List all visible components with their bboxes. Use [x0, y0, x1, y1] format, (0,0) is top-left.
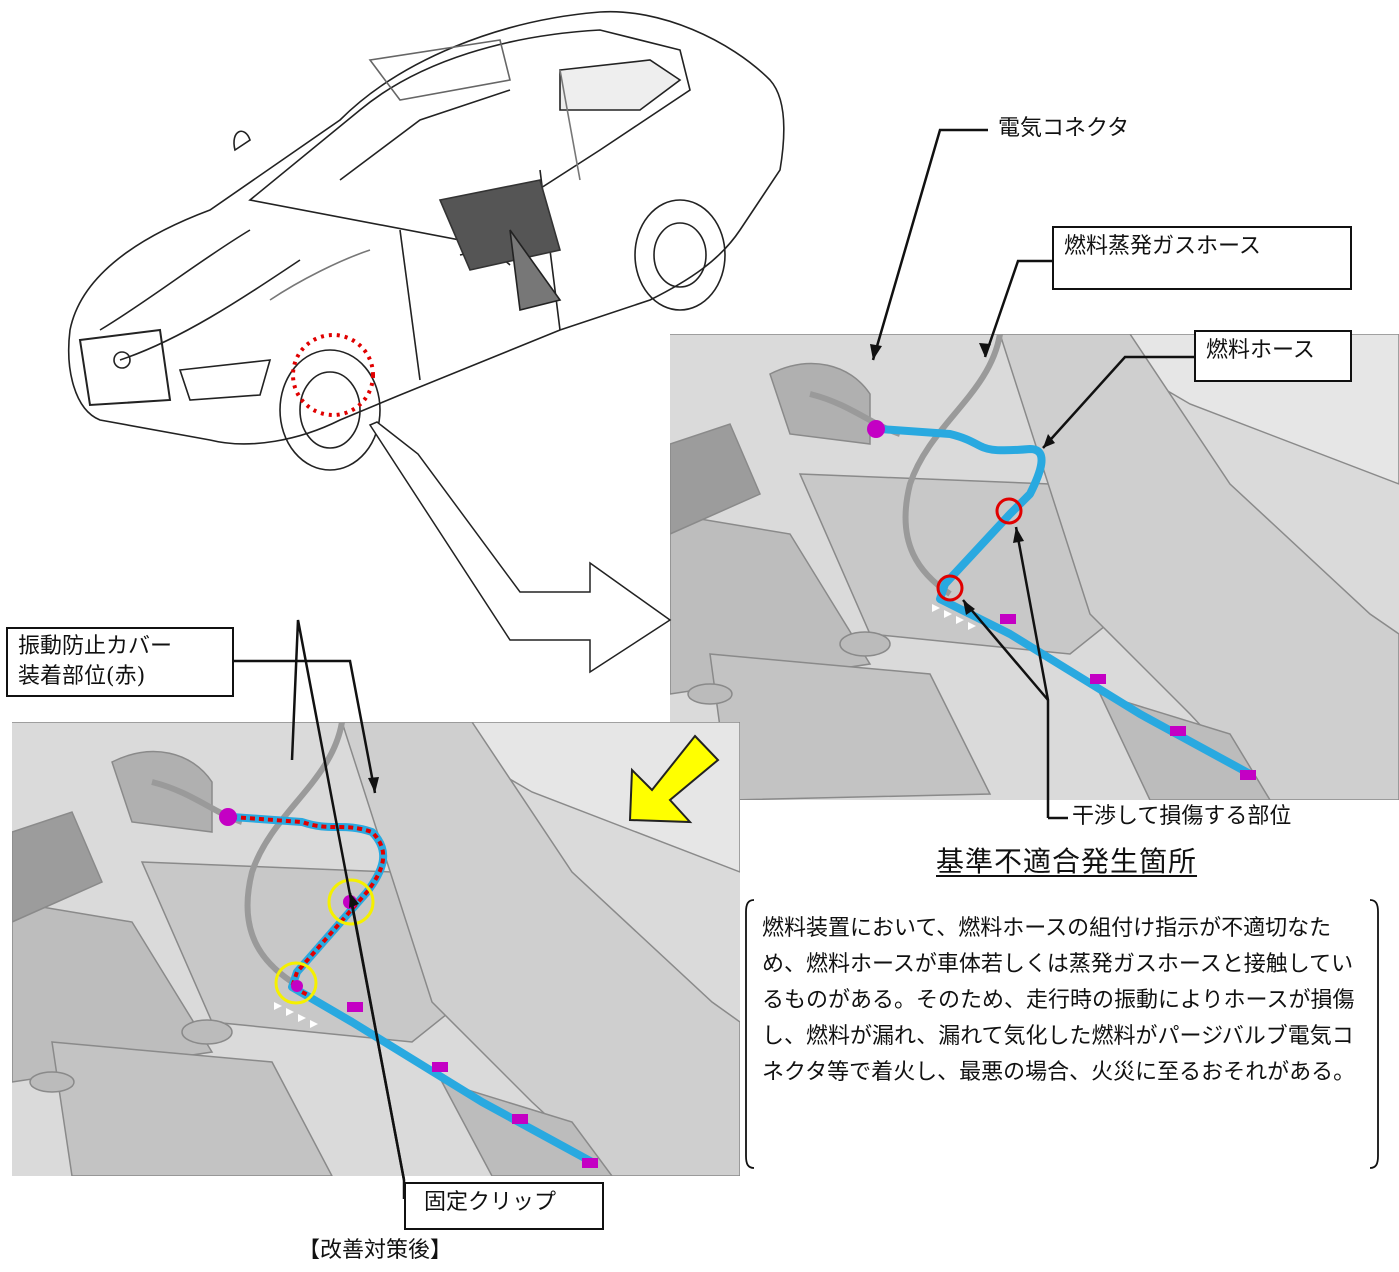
- label-electric-connector: 電気コネクタ: [998, 116, 1130, 141]
- label-vibration-cover-line2: 装着部位(赤): [18, 664, 146, 689]
- label-damage-location: 干渉して損傷する部位: [1072, 804, 1292, 829]
- undercarriage-after-panel: [12, 722, 740, 1176]
- label-vibration-cover: 振動防止カバー 装着部位(赤): [6, 627, 234, 697]
- label-vibration-cover-line1: 振動防止カバー: [18, 634, 173, 659]
- label-fuel-hose-text: 燃料ホース: [1206, 338, 1315, 363]
- undercarriage-before-panel: [670, 334, 1399, 800]
- nonconformity-heading: 基準不適合発生箇所: [936, 845, 1198, 878]
- label-fixing-clip-text: 固定クリップ: [424, 1190, 557, 1215]
- description-text: 燃料装置において、燃料ホースの組付け指示が不適切なため、燃料ホースが車体若しくは…: [762, 916, 1356, 1085]
- damage-circle: [936, 574, 964, 602]
- car-illustration: [67, 10, 785, 471]
- description-bracket: [745, 899, 1379, 1169]
- label-evap-hose-text: 燃料蒸発ガスホース: [1064, 234, 1261, 259]
- red-dotted-circle: [291, 333, 375, 417]
- label-after-improvement: 【改善対策後】: [298, 1238, 453, 1263]
- damage-circle: [995, 497, 1023, 525]
- label-evap-hose: 燃料蒸発ガスホース: [1052, 226, 1352, 290]
- label-fixing-clip: 固定クリップ: [404, 1182, 604, 1230]
- label-fuel-hose: 燃料ホース: [1194, 330, 1352, 382]
